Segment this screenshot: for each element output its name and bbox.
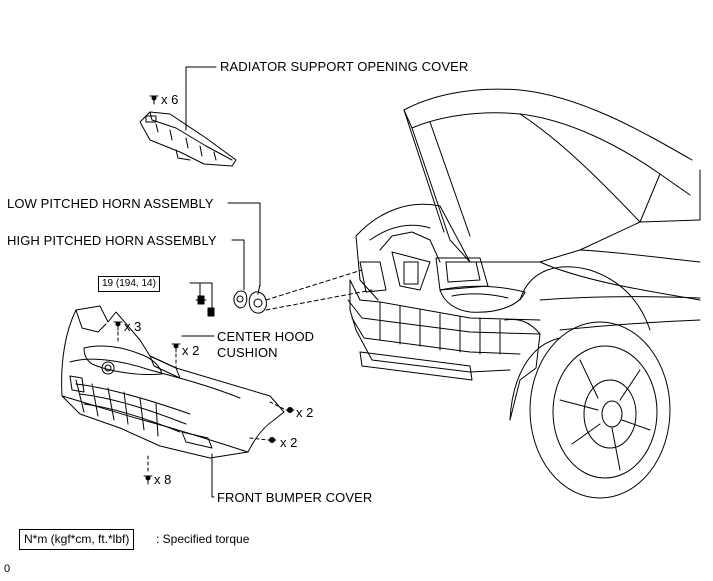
horn-bolt-icon xyxy=(195,295,215,317)
high-horn-label: HIGH PITCHED HORN ASSEMBLY xyxy=(7,233,217,248)
hood-cushion-label-line1: CENTER HOOD xyxy=(217,329,315,344)
radiator-cover-leader xyxy=(185,66,217,131)
side-lower-clip-qty: x 2 xyxy=(280,435,298,450)
low-horn-leader xyxy=(227,202,261,287)
torque-legend-text: : Specified torque xyxy=(156,532,250,546)
vehicle-illustration xyxy=(347,88,701,499)
high-horn-part xyxy=(233,290,248,309)
horn-alignment-line xyxy=(265,269,363,301)
low-horn-part xyxy=(248,283,267,314)
hood-cushion-qty: x 2 xyxy=(182,343,200,358)
radiator-clip-qty: x 6 xyxy=(161,92,179,107)
low-horn-label: LOW PITCHED HORN ASSEMBLY xyxy=(7,196,214,211)
corner-mark: 0 xyxy=(4,563,11,575)
bumper-clip-icons xyxy=(113,321,295,485)
bottom-clip-qty: x 8 xyxy=(154,472,172,487)
bumper-dashed-line-side1 xyxy=(269,401,287,411)
radiator-cover-label: RADIATOR SUPPORT OPENING COVER xyxy=(220,59,469,74)
bumper-dashed-line-side2 xyxy=(249,437,269,441)
side-upper-clip-qty: x 2 xyxy=(296,405,314,420)
torque-legend-box: N*m (kgf*cm, ft.*lbf) xyxy=(19,529,135,550)
torque-spec-box: 19 (194, 14) xyxy=(98,276,160,292)
bumper-top-clip-qty: x 3 xyxy=(124,319,142,334)
bumper-cover-label: FRONT BUMPER COVER xyxy=(217,490,373,505)
high-horn-leader xyxy=(231,239,245,291)
hood-cushion-label-line2: CUSHION xyxy=(217,345,278,360)
horn-alignment-line-2 xyxy=(265,289,373,311)
radiator-cover-clip-icon xyxy=(149,95,159,105)
torque-leader xyxy=(189,282,213,309)
radiator-support-cover-part xyxy=(139,111,237,167)
bumper-cover-leader xyxy=(211,453,215,498)
